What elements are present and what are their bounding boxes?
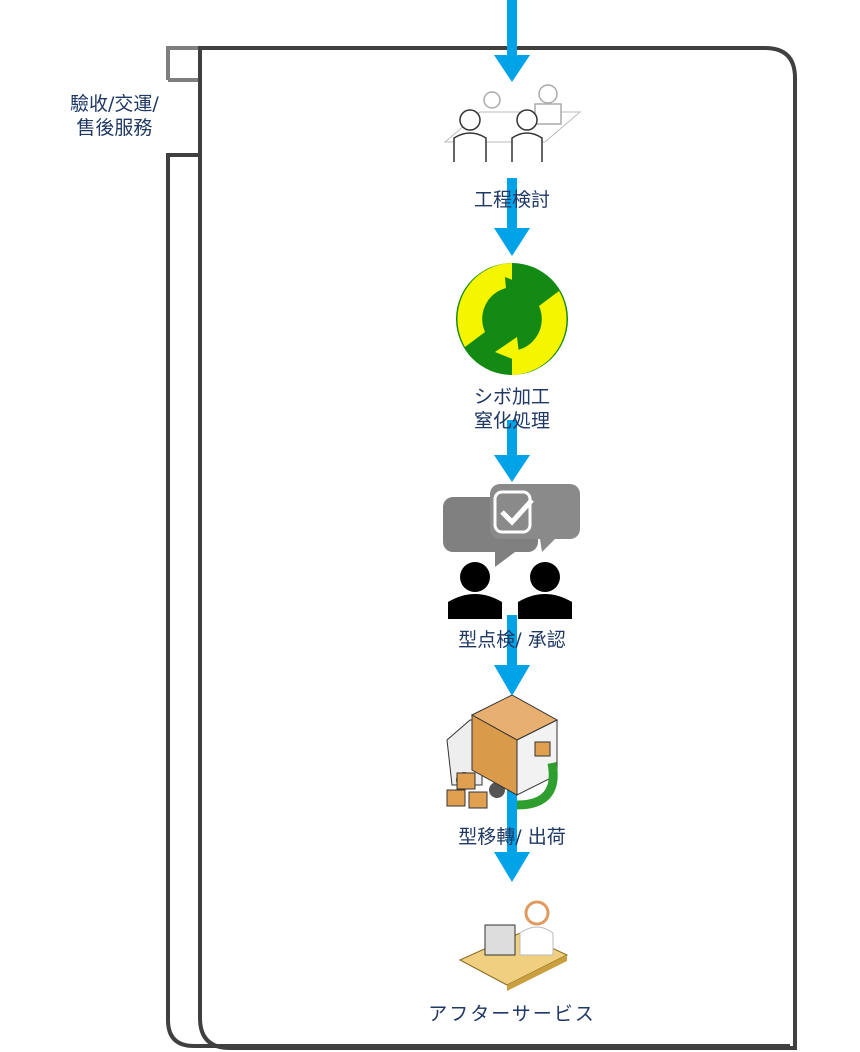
step-label-3: 型点検/ 承認 — [458, 629, 566, 651]
recycle-icon — [456, 263, 568, 375]
flow-arrows — [494, 0, 530, 882]
approval-chat-icon — [443, 484, 580, 619]
step-label-5: アフターサービス — [428, 1003, 596, 1025]
lane-label: 驗收/交運/售後服務 — [70, 93, 159, 139]
step-label-2: シボ加工窒化処理 — [473, 386, 550, 432]
service-desk-icon — [458, 900, 569, 991]
step-label-4: 型移轉/ 出荷 — [458, 826, 566, 848]
meeting-icon — [443, 84, 582, 162]
step-label-1: 工程検討 — [473, 189, 550, 211]
delivery-truck-icon — [446, 695, 559, 810]
